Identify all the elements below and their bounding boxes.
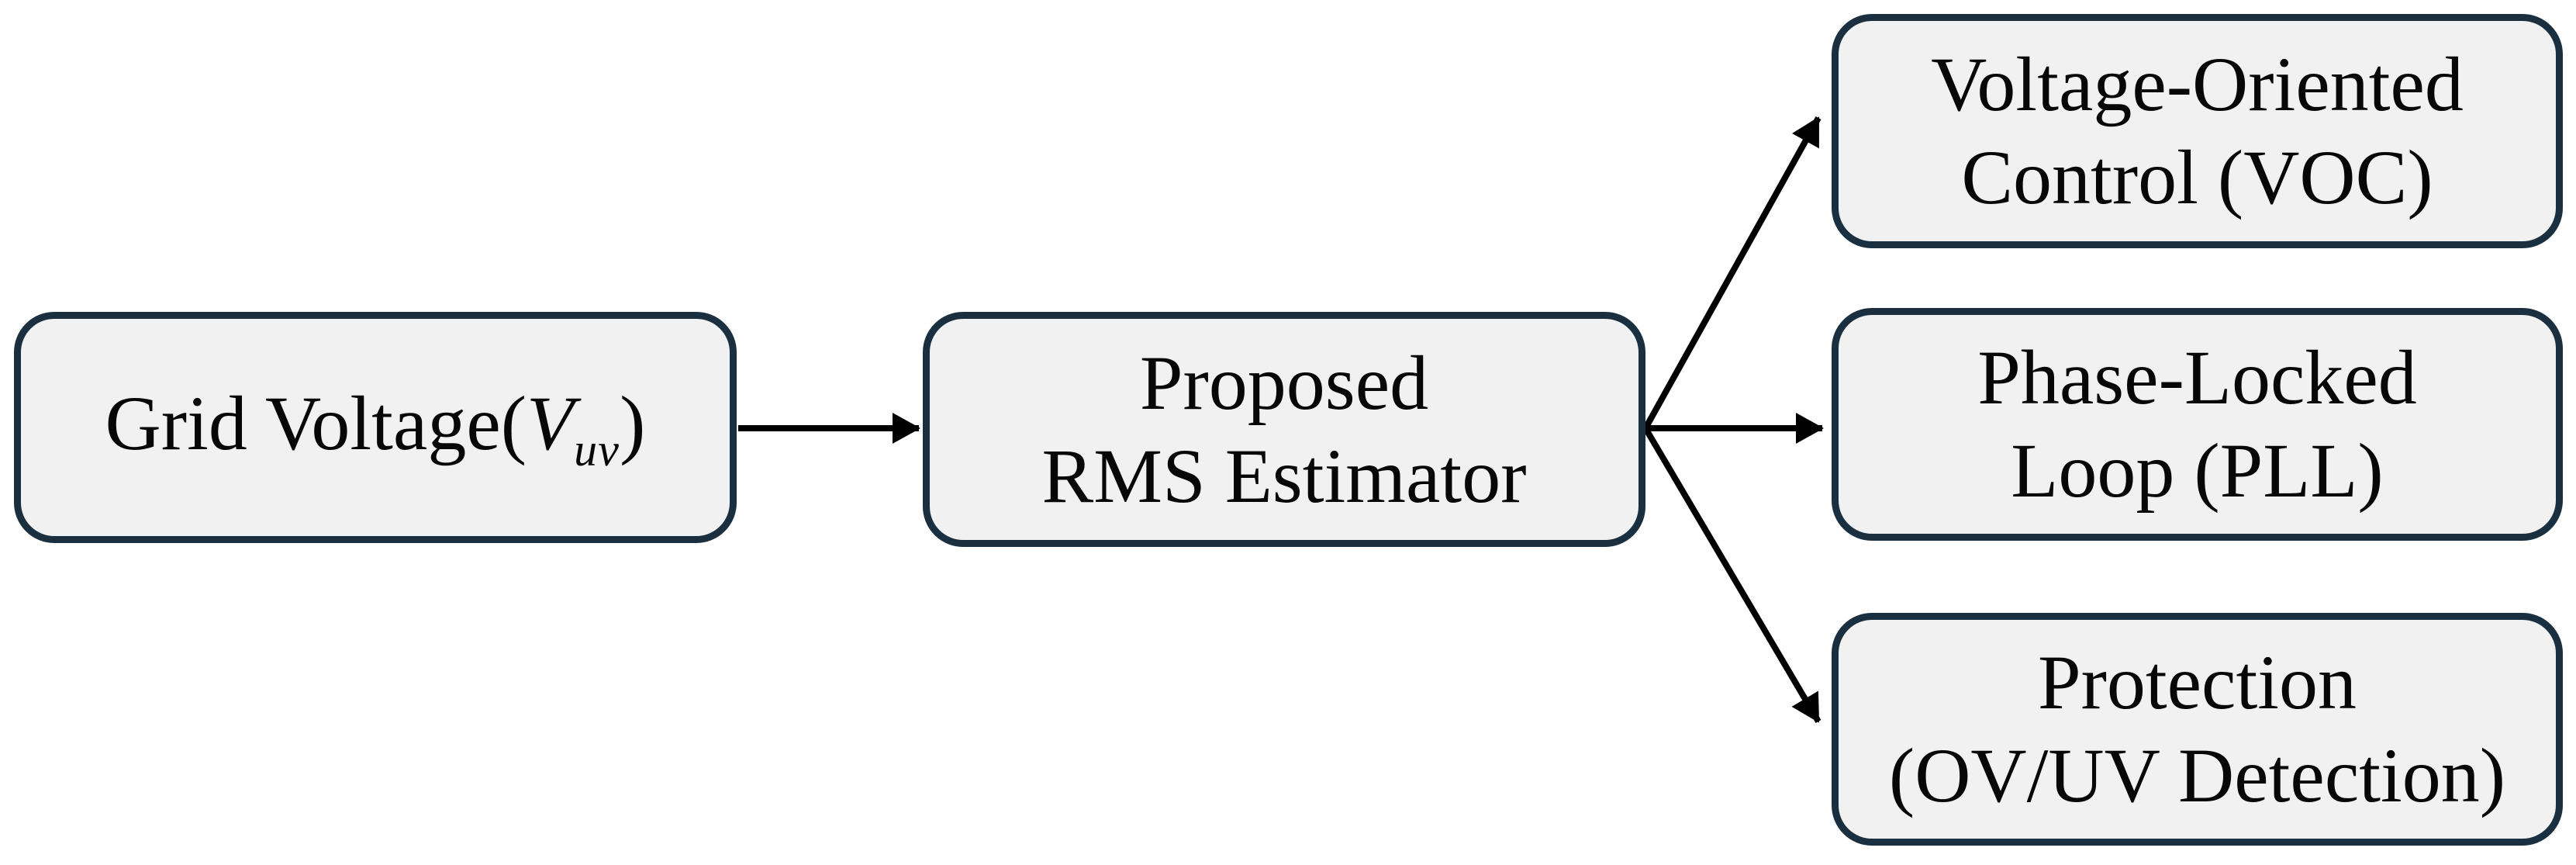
node-voc: Voltage-Oriented Control (VOC): [1832, 14, 2563, 248]
node-protection-line2: (OV/UV Detection): [1888, 732, 2506, 818]
node-pll: Phase-Locked Loop (PLL): [1832, 308, 2563, 541]
arrow-estimator-to-voc: [1642, 116, 1822, 430]
node-voc-line1: Voltage-Oriented: [1931, 41, 2464, 127]
grid-voltage-variable: V: [527, 380, 575, 466]
grid-voltage-prefix: Grid Voltage(: [105, 380, 527, 466]
grid-voltage-suffix: ): [620, 380, 646, 466]
node-voc-line2: Control (VOC): [1961, 134, 2433, 220]
grid-voltage-subscript: uv: [574, 424, 620, 476]
node-protection: Protection (OV/UV Detection): [1832, 613, 2563, 846]
node-pll-line2: Loop (PLL): [2011, 427, 2384, 514]
node-rms-estimator-line1: Proposed: [1139, 339, 1429, 426]
node-protection-line1: Protection: [2037, 639, 2357, 725]
arrow-estimator-to-protection: [1642, 426, 1822, 724]
node-rms-estimator-line2: RMS Estimator: [1041, 432, 1527, 519]
node-pll-line1: Phase-Locked: [1977, 334, 2417, 420]
node-grid-voltage-label: Grid Voltage(Vuv): [105, 377, 646, 478]
node-rms-estimator: Proposed RMS Estimator: [923, 312, 1645, 547]
node-grid-voltage: Grid Voltage(Vuv): [14, 312, 737, 543]
